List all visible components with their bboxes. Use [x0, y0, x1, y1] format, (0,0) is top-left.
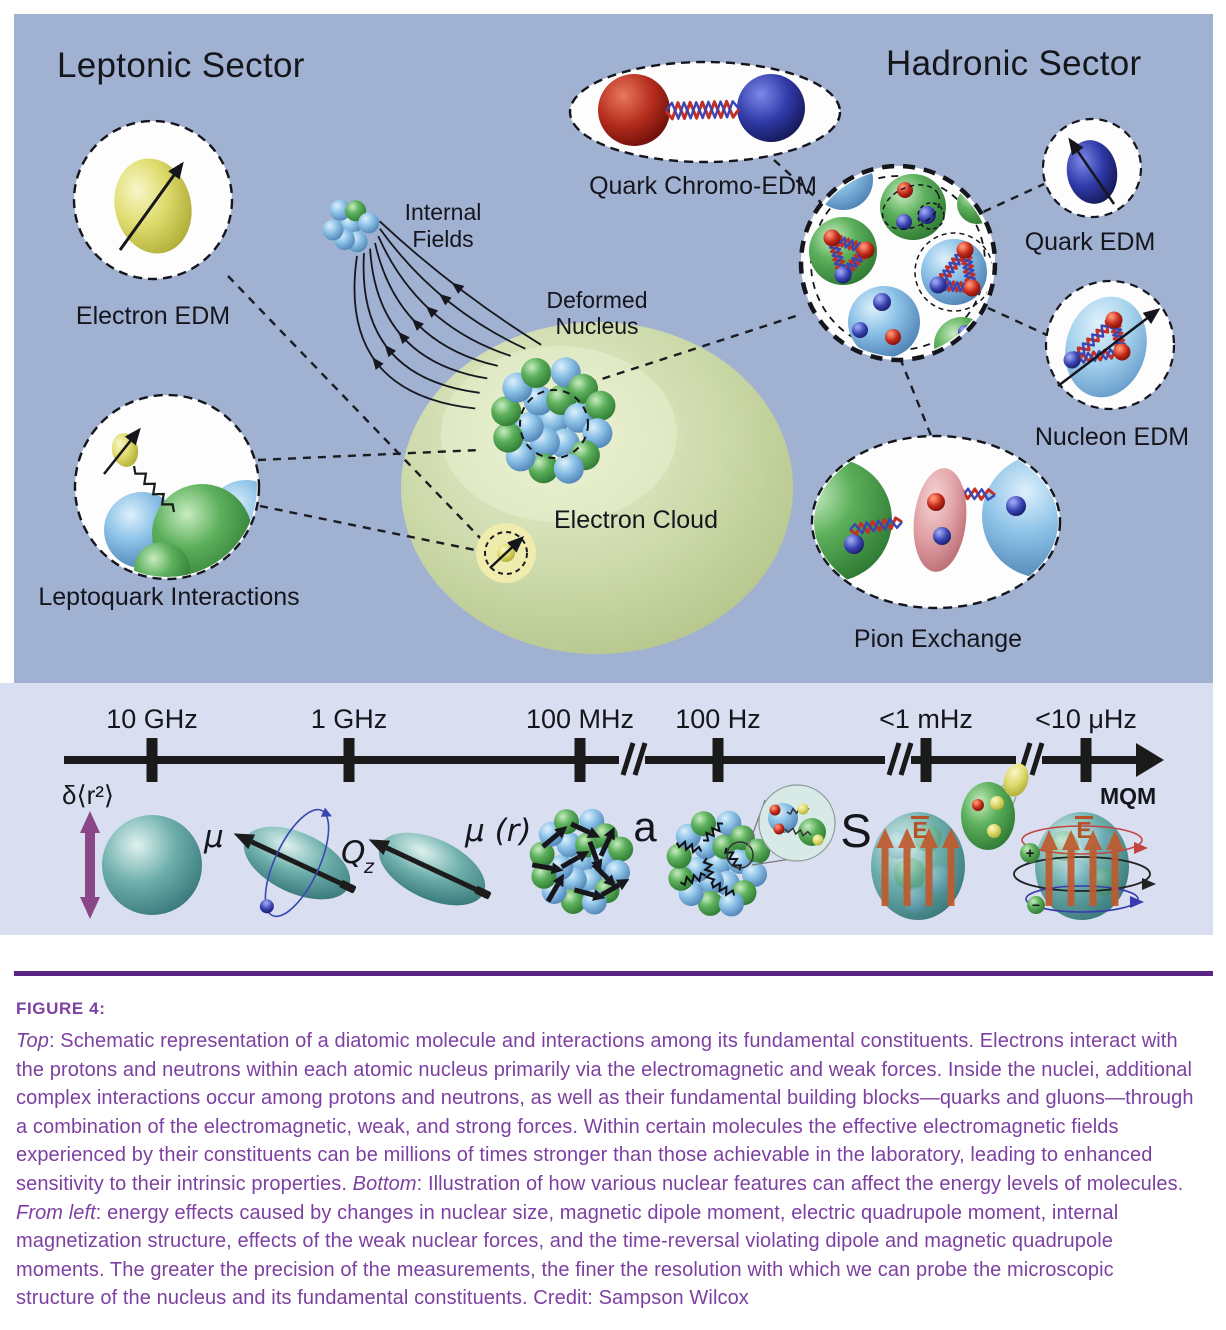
frequency-axis: 10 GHz 1 GHz 100 MHz 100 Hz <1 mHz <10 μ…	[64, 704, 1164, 782]
tick-label-10uhz: <10 μHz	[1035, 704, 1137, 734]
orbit-red	[1021, 825, 1143, 855]
orbit-blue	[1025, 885, 1139, 913]
delta-r2-label: δ⟨r²⟩	[62, 780, 114, 810]
axis-arrowhead	[1136, 743, 1164, 777]
electron-edm-label: Electron EDM	[76, 302, 230, 330]
quark-chromo-edm-label: Quark Chromo-EDM	[589, 172, 817, 200]
quark-edm-inset	[1041, 117, 1143, 219]
deformed-nucleus-label-2: Nucleus	[555, 313, 638, 339]
mqm-field-arrows	[1040, 830, 1124, 906]
caption-top-text: : Schematic representation of a diatomic…	[16, 1030, 1194, 1195]
top-panel-molecule-schematic: Leptonic Sector Hadronic Sector Electron…	[14, 14, 1213, 683]
qz-label: Q	[341, 835, 365, 871]
e-bar-label: E	[912, 817, 927, 843]
deformed-nucleus-cluster	[491, 357, 616, 484]
mqm-label: MQM	[1100, 783, 1156, 809]
caption-fromleft-italic: From left	[16, 1201, 96, 1224]
pion-exchange-label: Pion Exchange	[854, 625, 1022, 653]
s-label: S	[840, 804, 871, 857]
tick-label-10ghz: 10 GHz	[106, 704, 198, 734]
quadrupole-ellipsoid	[368, 832, 492, 906]
tick-label-1mhz: <1 mHz	[879, 704, 973, 734]
internal-fields-label-1: Internal	[405, 199, 482, 225]
quark-edm-label: Quark EDM	[1025, 228, 1156, 256]
plus-sign: +	[1026, 845, 1035, 862]
figure-label: FIGURE 4:	[16, 999, 106, 1018]
nucleon-edm-label: Nucleon EDM	[1035, 423, 1189, 451]
small-nucleus	[322, 199, 380, 253]
electron-edm-inset	[72, 119, 234, 281]
leptoquark-inset	[73, 393, 261, 581]
weak-inset	[747, 784, 836, 866]
dashed-connectors	[227, 159, 1048, 552]
weak-force-nucleus	[666, 810, 771, 917]
nucleon-edm-inset	[1044, 279, 1176, 411]
electron-in-cloud	[476, 523, 536, 583]
axis-breaks	[619, 742, 1045, 776]
mu-r-label: μ (r)	[464, 813, 532, 849]
electron-cloud-label: Electron Cloud	[554, 506, 718, 534]
bottom-panel-frequency-scale: 10 GHz 1 GHz 100 MHz 100 Hz <1 mHz <10 μ…	[0, 683, 1213, 935]
leptoquark-label: Leptoquark Interactions	[38, 583, 299, 611]
magnetization-nucleus	[529, 808, 634, 915]
axis-ticks	[146, 738, 1092, 782]
mu-label: μ	[203, 819, 224, 855]
top-panel-svg: Leptonic Sector Hadronic Sector Electron…	[38, 44, 1189, 654]
minus-particle	[1027, 896, 1045, 914]
internal-fields-label-2: Fields	[412, 226, 473, 252]
plus-particle	[1020, 843, 1040, 863]
mqm-e-bar-label: E	[1076, 817, 1091, 843]
caption-fromleft-text: : energy effects caused by changes in nu…	[16, 1201, 1119, 1310]
caption-bottom-italic: Bottom	[352, 1172, 417, 1195]
quark-blob-inset	[961, 763, 1029, 850]
bottom-panel-svg: 10 GHz 1 GHz 100 MHz 100 Hz <1 mHz <10 μ…	[62, 704, 1164, 920]
caption-top-italic: Top	[16, 1030, 49, 1052]
hadronic-sector-title: Hadronic Sector	[886, 44, 1141, 83]
hadronic-nucleus-cluster	[798, 163, 998, 363]
size-double-arrow	[80, 811, 100, 919]
nucleus-sphere	[102, 815, 202, 915]
orbit-black	[1013, 856, 1151, 892]
caption-divider	[14, 971, 1213, 976]
tick-label-1ghz: 1 GHz	[311, 704, 388, 734]
caption-text: Top: Schematic representation of a diato…	[16, 1027, 1198, 1313]
quark-chromo-edm-inset	[568, 60, 842, 164]
schiff-nucleus: E	[871, 812, 965, 920]
tick-label-100mhz: 100 MHz	[526, 704, 634, 734]
a-label: a	[633, 803, 657, 850]
qz-sub-label: z	[363, 856, 375, 878]
e-field-arrows	[876, 828, 960, 906]
dipole-ellipsoid	[233, 807, 357, 918]
mqm-nucleus: E + −	[1013, 812, 1156, 920]
leptonic-sector-title: Leptonic Sector	[57, 46, 305, 85]
tick-label-100hz: 100 Hz	[675, 704, 761, 734]
minus-sign: −	[1032, 897, 1040, 913]
deformed-nucleus-label-1: Deformed	[547, 287, 648, 313]
caption-bottom-text: : Illustration of how various nuclear fe…	[416, 1172, 1184, 1195]
pion-exchange-inset	[810, 434, 1062, 610]
internal-field-lines	[353, 220, 542, 410]
